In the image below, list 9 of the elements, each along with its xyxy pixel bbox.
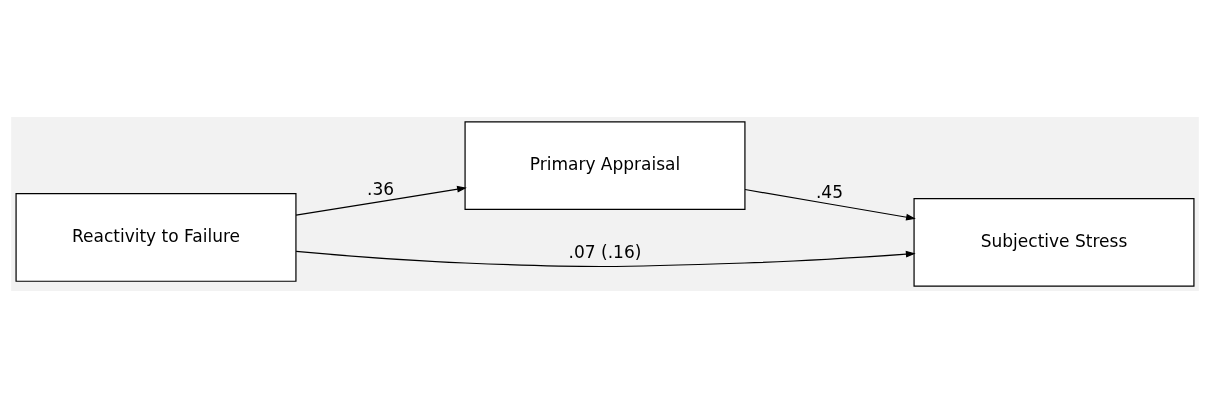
arrow <box>744 188 916 221</box>
edge-label: .07 (.16) <box>568 242 642 263</box>
edge-label: .36 <box>366 179 395 200</box>
arrow <box>295 250 916 268</box>
arrow <box>295 185 467 216</box>
node-box: Primary Appraisal <box>464 121 746 211</box>
edge-label: .45 <box>815 181 844 202</box>
node-box: Subjective Stress <box>913 197 1195 287</box>
node-box: Reactivity to Failure <box>15 193 297 282</box>
